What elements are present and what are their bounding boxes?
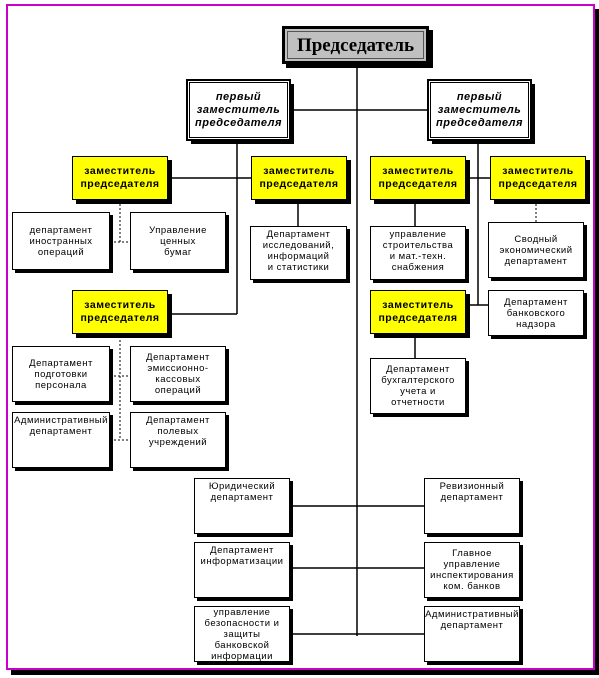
deputy-left-2: заместитель председателя xyxy=(72,290,168,334)
department-informatization: Департамент информатизации xyxy=(194,542,290,598)
department-accounting: Департамент бухгалтерского учета и отчет… xyxy=(370,358,466,414)
deputy-left-1: заместитель председателя xyxy=(72,156,168,200)
department-administrative-right: Административный департамент xyxy=(424,606,520,662)
deputy-right-3: заместитель председателя xyxy=(370,290,466,334)
deputy-center-1: заместитель председателя xyxy=(251,156,347,200)
department-inspection: Главное управление инспектирования ком. … xyxy=(424,542,520,598)
department-personnel: Департамент подготовки персонала xyxy=(12,346,110,402)
department-securities: Управление ценных бумаг xyxy=(130,212,226,270)
department-economic: Сводный экономический департамент xyxy=(488,222,584,278)
chairman-box: Председатель xyxy=(282,26,429,64)
first-deputy-left: первый заместитель председателя xyxy=(186,79,291,141)
department-security: управление безопасности и защиты банковс… xyxy=(194,606,290,662)
department-construction: управление строительства и мат.-техн. сн… xyxy=(370,226,466,280)
department-field: Департамент полевых учреждений xyxy=(130,412,226,468)
deputy-right-2: заместитель председателя xyxy=(490,156,586,200)
deputy-right-1: заместитель председателя xyxy=(370,156,466,200)
department-banking-supervision: Департамент банковского надзора xyxy=(488,290,584,336)
department-research: Департамент исследований, информаций и с… xyxy=(250,226,347,280)
department-emission: Департамент эмиссионно- кассовых операци… xyxy=(130,346,226,402)
department-administrative-left: Административный департамент xyxy=(12,412,110,468)
department-audit: Ревизионный департамент xyxy=(424,478,520,534)
department-legal: Юридический департамент xyxy=(194,478,290,534)
first-deputy-right: первый заместитель председателя xyxy=(427,79,532,141)
department-foreign-operations: департамент иностранных операций xyxy=(12,212,110,270)
